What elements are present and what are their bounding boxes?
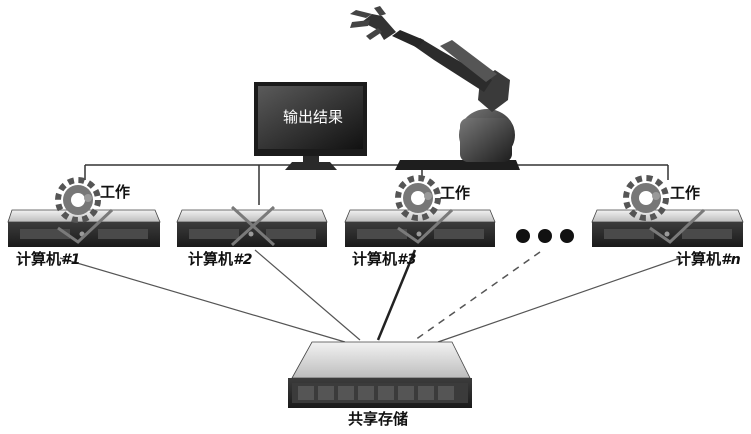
link-ellipsis-storage <box>414 251 541 341</box>
work-label-pc3: 工作 <box>440 184 471 202</box>
shared-storage-server <box>288 341 472 408</box>
monitor-screen <box>258 86 363 149</box>
computer-label-3: 计算机#3 <box>352 250 417 268</box>
gear-icon <box>623 175 669 221</box>
ellipsis-dots <box>516 229 574 243</box>
computer-label-n: 计算机#n <box>676 250 741 268</box>
computer-index: #1 <box>61 252 81 268</box>
link-pc2-storage <box>254 249 361 341</box>
check-mark-icon <box>57 208 114 244</box>
storage-links <box>59 249 681 343</box>
work-label-pc1: 工作 <box>100 183 131 201</box>
computer-name: 计算机 <box>676 250 722 268</box>
monitor-neck <box>303 156 319 162</box>
link-pc1-storage <box>59 257 346 343</box>
computer-index: #n <box>721 252 741 268</box>
check-mark-icon <box>397 208 454 244</box>
work-label-pcn: 工作 <box>670 184 701 202</box>
server-pc3 <box>344 209 496 247</box>
computer-index: #3 <box>397 252 417 268</box>
computer-label-1: 计算机#1 <box>16 250 81 268</box>
computer-name: 计算机 <box>16 250 62 268</box>
computer-name: 计算机 <box>188 250 234 268</box>
gear-icon <box>395 175 441 221</box>
link-pcn-storage <box>437 257 681 343</box>
connection-bus <box>84 158 669 205</box>
check-mark-icon <box>649 208 706 244</box>
monitor-stand <box>285 162 337 170</box>
cross-mark-icon <box>230 205 276 247</box>
monitor-label: 输出结果 <box>283 108 344 126</box>
computer-index: #2 <box>233 252 253 268</box>
output-monitor <box>254 82 367 170</box>
server-pc1 <box>7 209 161 247</box>
gear-icon <box>55 177 101 223</box>
robot-arm-image <box>350 6 520 170</box>
computer-name: 计算机 <box>352 250 398 268</box>
computer-label-2: 计算机#2 <box>188 250 253 268</box>
link-pc3-storage <box>376 249 417 341</box>
shared-storage-label: 共享存储 <box>348 410 409 428</box>
